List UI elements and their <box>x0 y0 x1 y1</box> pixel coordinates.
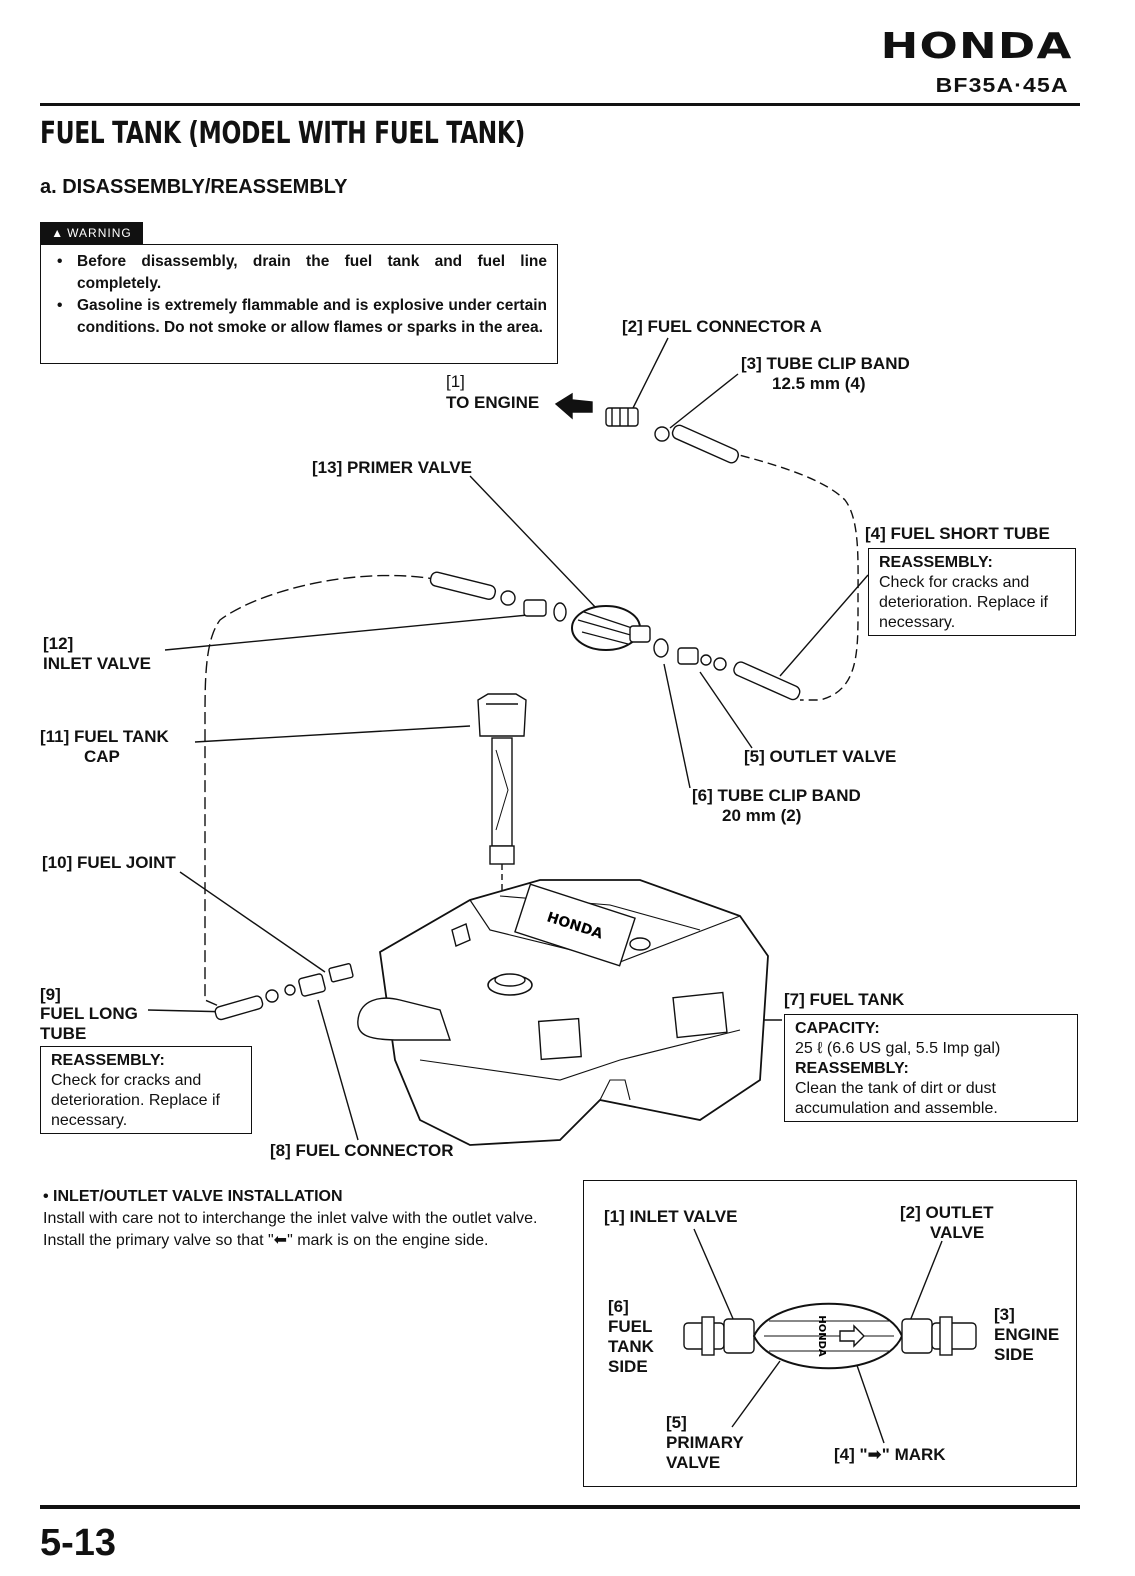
instructions-paragraph: Install the primary valve so that "⬅" ma… <box>43 1232 489 1249</box>
callout-6-size: 20 mm (2) <box>722 806 802 825</box>
long-tube-route <box>204 574 441 1011</box>
section-subtitle: a. DISASSEMBLY/REASSEMBLY <box>40 176 348 198</box>
callout-4-label: [4] FUEL SHORT TUBE <box>865 524 1050 543</box>
leader-c4 <box>779 574 869 677</box>
callout-13-label: [13] PRIMER VALVE <box>312 458 472 477</box>
callout-11-label: [11] FUEL TANK <box>40 727 169 746</box>
inset-label-1: [1] INLET VALVE <box>604 1207 738 1226</box>
model-number: BF35A·45A <box>935 75 1069 97</box>
callout-9-label-2: TUBE <box>40 1024 87 1043</box>
long-tube-note: REASSEMBLY: Check for cracks and deterio… <box>40 1046 252 1134</box>
short-tube-route <box>699 444 859 701</box>
callout-2-label: [2] FUEL CONNECTOR A <box>622 317 822 336</box>
callout-12-number: [12] <box>43 634 74 653</box>
inlet-valve-body <box>523 599 547 617</box>
inset-label-5b: PRIMARY <box>666 1433 744 1452</box>
header-rule <box>40 103 1080 106</box>
leader-c13 <box>469 475 599 611</box>
leader-c8 <box>317 999 359 1141</box>
note-body: Check for cracks and deterioration. Repl… <box>51 1072 220 1129</box>
callout-6-label: [6] TUBE CLIP BAND <box>692 786 861 805</box>
warning-tab: ▲ WARNING <box>40 222 143 244</box>
instructions-heading: • INLET/OUTLET VALVE INSTALLATION <box>43 1188 343 1205</box>
inset-bulb-text: HONDA <box>816 1315 827 1357</box>
outlet-valve-body <box>677 647 699 665</box>
warning-icon: ▲ <box>51 226 65 240</box>
upper-tube-inlet <box>429 571 497 600</box>
leader-c5 <box>699 671 753 749</box>
warning-label: WARNING <box>67 226 132 240</box>
inset-label-3c: SIDE <box>994 1345 1034 1364</box>
leader-c6 <box>663 663 691 789</box>
valve-detail-inset: HONDA [1] INLET VALVE [2] OUTLET VALVE [… <box>583 1180 1077 1487</box>
inset-label-3: [3] <box>994 1305 1015 1324</box>
callout-3-label: [3] TUBE CLIP BAND <box>741 354 910 373</box>
inset-label-3b: ENGINE <box>994 1325 1060 1344</box>
fuel-joint <box>328 963 354 983</box>
short-tube-note: REASSEMBLY: Check for cracks and deterio… <box>868 548 1076 636</box>
tank-handle <box>357 997 451 1041</box>
callout-8-label: [8] FUEL CONNECTOR <box>270 1141 454 1160</box>
inset-label-2b: VALVE <box>930 1223 985 1242</box>
leader-c12 <box>164 614 529 651</box>
note-heading: REASSEMBLY: <box>51 1052 165 1069</box>
callout-3-size: 12.5 mm (4) <box>772 374 866 393</box>
fuel-connector <box>298 973 326 997</box>
installation-instructions: • INLET/OUTLET VALVE INSTALLATION Instal… <box>43 1186 563 1252</box>
fuel-tank-cap <box>477 693 527 737</box>
capacity-value: 25 ℓ (6.6 US gal, 5.5 Imp gal) <box>795 1040 1001 1057</box>
to-engine-arrow <box>554 392 593 420</box>
fuel-tank-note: CAPACITY: 25 ℓ (6.6 US gal, 5.5 Imp gal)… <box>784 1014 1078 1122</box>
leader-c10 <box>179 871 326 973</box>
capacity-heading: CAPACITY: <box>795 1020 880 1037</box>
callout-9-label: FUEL LONG <box>40 1004 138 1023</box>
tube-clip-small <box>654 426 670 442</box>
warning-item: Gasoline is extremely flammable and is e… <box>51 295 547 339</box>
callout-12-label: INLET VALVE <box>43 654 151 673</box>
leader-c3 <box>669 373 739 429</box>
instructions-paragraph: Install with care not to interchange the… <box>43 1210 538 1227</box>
reassembly-body: Clean the tank of dirt or dust accumulat… <box>795 1080 998 1117</box>
fuel-connector-a <box>605 407 639 427</box>
valve-detail-drawing: HONDA <box>683 1228 977 1444</box>
tank-emboss-panel <box>514 883 636 967</box>
callout-1-label: TO ENGINE <box>446 393 540 412</box>
callout-10-label: [10] FUEL JOINT <box>42 853 176 872</box>
inset-label-5c: VALVE <box>666 1453 721 1472</box>
brand-logo: HONDA <box>880 26 1073 67</box>
warning-box: Before disassembly, drain the fuel tank … <box>40 244 558 364</box>
inset-label-2: [2] OUTLET <box>900 1203 994 1222</box>
inset-label-6c: TANK <box>608 1337 654 1356</box>
page-title: FUEL TANK (MODEL WITH FUEL TANK) <box>40 116 525 151</box>
callout-7-label: [7] FUEL TANK <box>784 990 905 1009</box>
warning-item: Before disassembly, drain the fuel tank … <box>51 251 547 295</box>
callout-9-number: [9] <box>40 985 61 1004</box>
fuel-short-tube-lower <box>733 661 801 701</box>
callout-5-label: [5] OUTLET VALVE <box>744 747 897 766</box>
page-number: 5-13 <box>40 1522 117 1564</box>
leader-c11 <box>194 725 471 743</box>
pickup-tube <box>491 737 513 847</box>
inset-arrow-mark <box>839 1324 865 1348</box>
leader-c2 <box>631 337 669 411</box>
inset-label-6: [6] <box>608 1297 629 1316</box>
callout-11-label-2: CAP <box>84 747 120 766</box>
inset-label-6d: SIDE <box>608 1357 648 1376</box>
fuel-short-tube-upper <box>671 424 740 464</box>
inset-label-4: [4] "➡" MARK <box>834 1445 946 1464</box>
fuel-tank-body <box>379 879 769 1146</box>
reassembly-heading: REASSEMBLY: <box>795 1060 909 1077</box>
callout-1-number: [1] <box>446 372 465 391</box>
inset-label-6b: FUEL <box>608 1317 653 1336</box>
footer-rule <box>40 1505 1080 1509</box>
note-heading: REASSEMBLY: <box>879 554 993 571</box>
fuel-long-tube-segment <box>214 995 264 1021</box>
inset-label-5: [5] <box>666 1413 687 1432</box>
note-body: Check for cracks and deterioration. Repl… <box>879 574 1048 631</box>
